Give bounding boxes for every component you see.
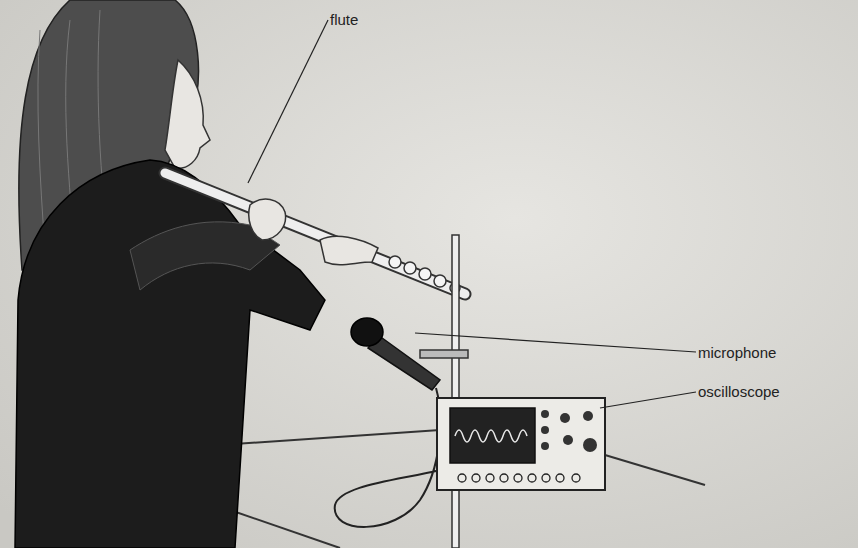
leader-line — [415, 333, 696, 352]
microphone-head — [351, 318, 383, 346]
part-label: oscilloscope — [698, 384, 780, 399]
oscilloscope-case — [437, 398, 605, 490]
waveform-trace — [455, 430, 527, 442]
stand-clamp — [420, 350, 468, 358]
flute-body — [165, 173, 465, 294]
microphone-cable — [335, 388, 441, 527]
table-edge — [605, 455, 705, 485]
jacket — [15, 160, 325, 548]
left-hand — [249, 199, 286, 240]
part-label: flute — [330, 12, 358, 27]
leader-line — [600, 392, 696, 408]
oscilloscope-screen — [450, 408, 535, 463]
face — [165, 60, 210, 168]
flute-body-outline — [165, 173, 465, 294]
flute-keys — [389, 256, 460, 293]
table-edge — [230, 510, 340, 548]
oscilloscope-buttons — [458, 474, 580, 482]
oscilloscope-knobs — [541, 410, 597, 452]
part-label: microphone — [698, 345, 776, 360]
table-edge — [220, 430, 440, 445]
leader-line — [248, 20, 328, 183]
right-hand — [320, 236, 378, 264]
stand-rod — [452, 235, 459, 548]
microphone-handle — [368, 335, 440, 390]
